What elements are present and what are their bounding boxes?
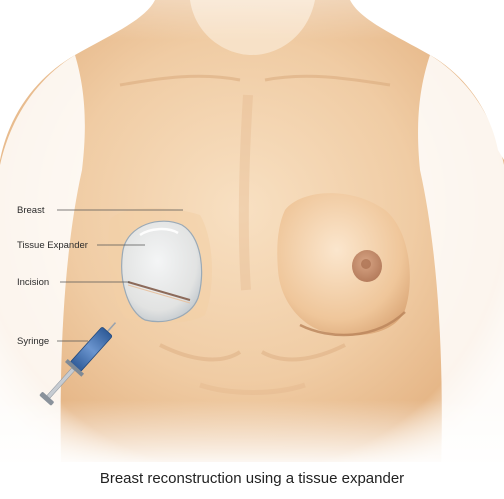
sternum-shade — [244, 95, 248, 290]
label-breast: Breast — [17, 205, 45, 216]
label-tissue-expander: Tissue Expander — [17, 240, 88, 251]
bottom-fade — [0, 400, 504, 470]
label-incision: Incision — [17, 277, 49, 288]
top-fade — [0, 0, 504, 40]
figure-caption: Breast reconstruction using a tissue exp… — [0, 470, 504, 487]
label-syringe: Syringe — [17, 336, 49, 347]
nipple — [361, 259, 371, 269]
tissue-expander — [122, 221, 202, 321]
